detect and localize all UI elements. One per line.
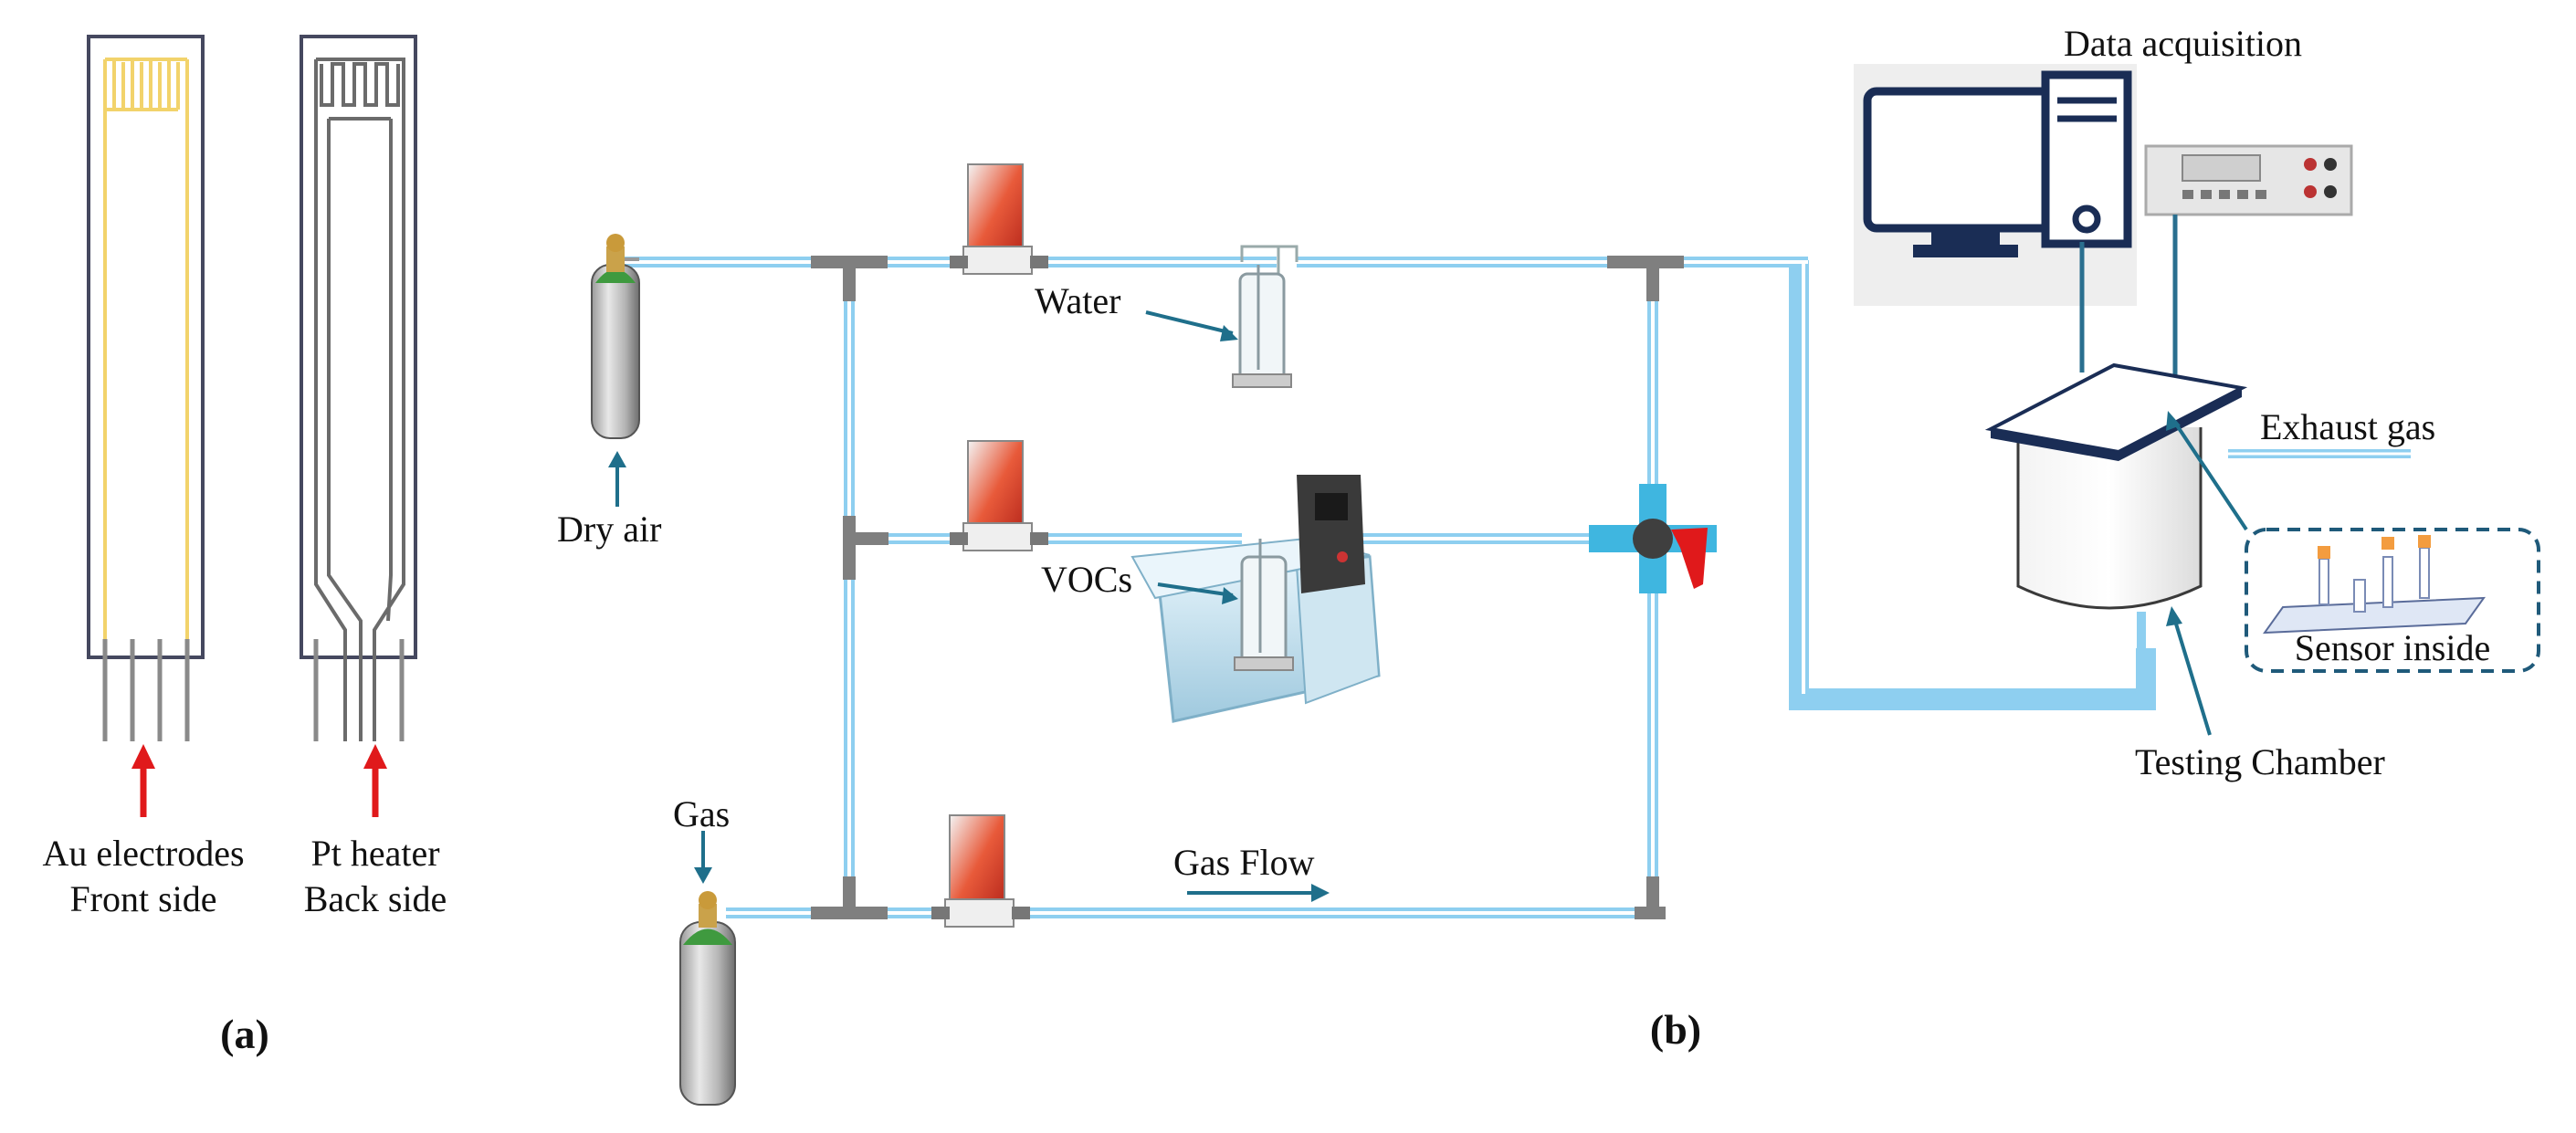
testing-chamber (1984, 362, 2248, 610)
mfc-water-line (950, 163, 1048, 275)
mfc-vocs-line (950, 440, 1048, 551)
panel-b-tag: (b) (1649, 1006, 1702, 1053)
sensor-inside-inset (2245, 528, 2540, 673)
multimeter (2144, 144, 2353, 216)
water-label: Water (1035, 280, 1121, 321)
gas-cylinder (679, 891, 736, 1106)
annotation-arrows (608, 310, 2248, 902)
sensor-inside-label: Sensor inside (2294, 627, 2491, 668)
back-caption-line2: Back side (303, 878, 447, 919)
au-electrode-pattern (103, 58, 189, 111)
data-acquisition-label: Data acquisition (2064, 23, 2303, 64)
dry-air-label: Dry air (557, 509, 662, 550)
red-arrow-back (363, 744, 387, 817)
voc-water-bath (1130, 475, 1381, 723)
vocs-label: VOCs (1041, 559, 1133, 600)
computer-area (1854, 64, 2137, 306)
front-caption-line2: Front side (69, 878, 217, 919)
pt-heater-pattern (320, 62, 400, 107)
back-caption-line1: Pt heater (310, 833, 440, 874)
gas-label: Gas (673, 793, 731, 834)
back-side-sensor (300, 35, 417, 741)
signal-wires (2079, 215, 2178, 402)
panel-a-tag: (a) (220, 1011, 269, 1057)
exhaust-gas-label: Exhaust gas (2260, 406, 2436, 447)
pipe-connectors (811, 256, 1684, 919)
gas-flow-label: Gas Flow (1173, 842, 1315, 883)
front-side-sensor (87, 35, 205, 741)
red-arrow-front (131, 744, 155, 817)
mfc-gas-line (931, 814, 1030, 928)
testing-chamber-label: Testing Chamber (2135, 741, 2385, 782)
dry-air-cylinder (591, 234, 640, 439)
three-way-valve (1589, 484, 1717, 593)
water-bubbler (1232, 245, 1299, 388)
front-caption-line1: Au electrodes (42, 833, 245, 874)
